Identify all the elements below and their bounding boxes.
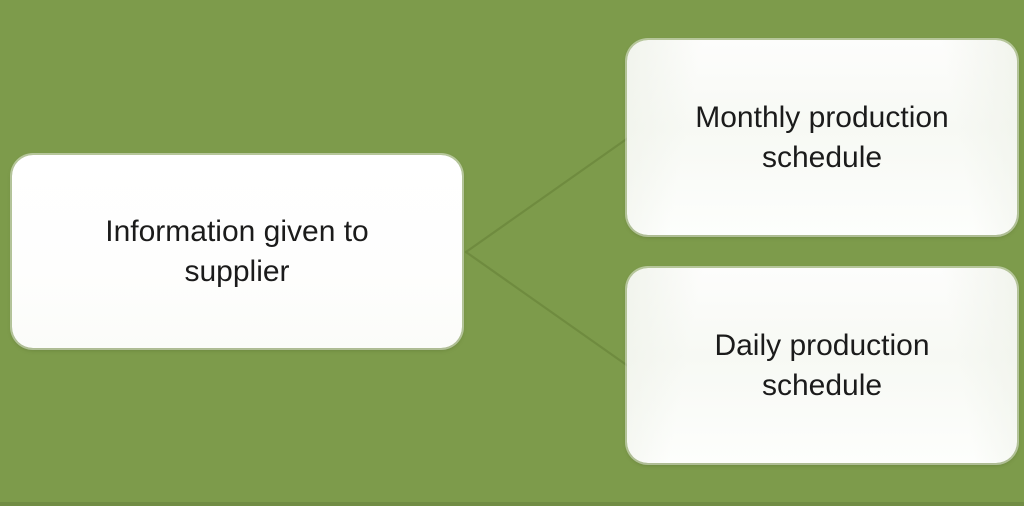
monthly-node-label: Monthly production schedule: [695, 100, 949, 174]
node-monthly-production-schedule: Monthly production schedule: [627, 40, 1017, 235]
bottom-edge-shadow: [0, 502, 1024, 506]
daily-node-label: Daily production schedule: [714, 328, 930, 402]
connector-root-to-daily: [464, 250, 630, 368]
connector-root-to-monthly: [464, 136, 630, 254]
node-daily-production-schedule: Daily production schedule: [627, 268, 1017, 463]
node-information-given-to-supplier: Information given to supplier: [12, 155, 462, 348]
root-node-label: Information given to supplier: [105, 214, 369, 288]
